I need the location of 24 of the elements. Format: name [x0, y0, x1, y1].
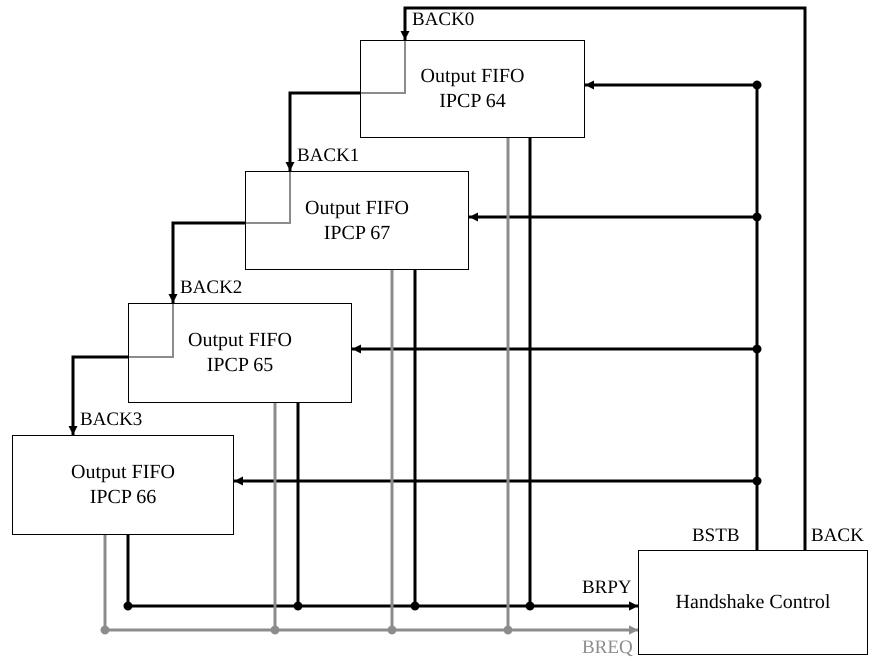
signal-arrow [168, 222, 245, 303]
block-label: Output FIFO IPCP 65 [187, 328, 293, 378]
signal-arrow [286, 92, 360, 171]
signal-arrow [126, 535, 638, 610]
signal-arrow [104, 535, 638, 634]
signal-label: BACK [811, 526, 864, 545]
block-box [128, 303, 352, 403]
block-box [360, 40, 585, 138]
signal-label: BREQ [582, 638, 633, 657]
block-box [245, 171, 469, 270]
block-label: Handshake Control [674, 590, 832, 615]
signal-arrow [400, 6, 806, 550]
block-box [638, 550, 868, 655]
block-box [12, 435, 234, 535]
edge-label: BACK1 [297, 146, 360, 165]
block-label: Output FIFO IPCP 66 [70, 460, 176, 510]
block-label: Output FIFO IPCP 67 [304, 196, 410, 246]
signal-label: BSTB [692, 526, 740, 545]
edge-label: BACK0 [412, 10, 474, 29]
edge-label: BACK3 [80, 410, 142, 429]
block-label: Output FIFO IPCP 64 [420, 64, 526, 114]
edge-label: BACK2 [180, 278, 242, 297]
signal-arrow [68, 356, 128, 435]
signal-label: BRPY [582, 578, 632, 597]
